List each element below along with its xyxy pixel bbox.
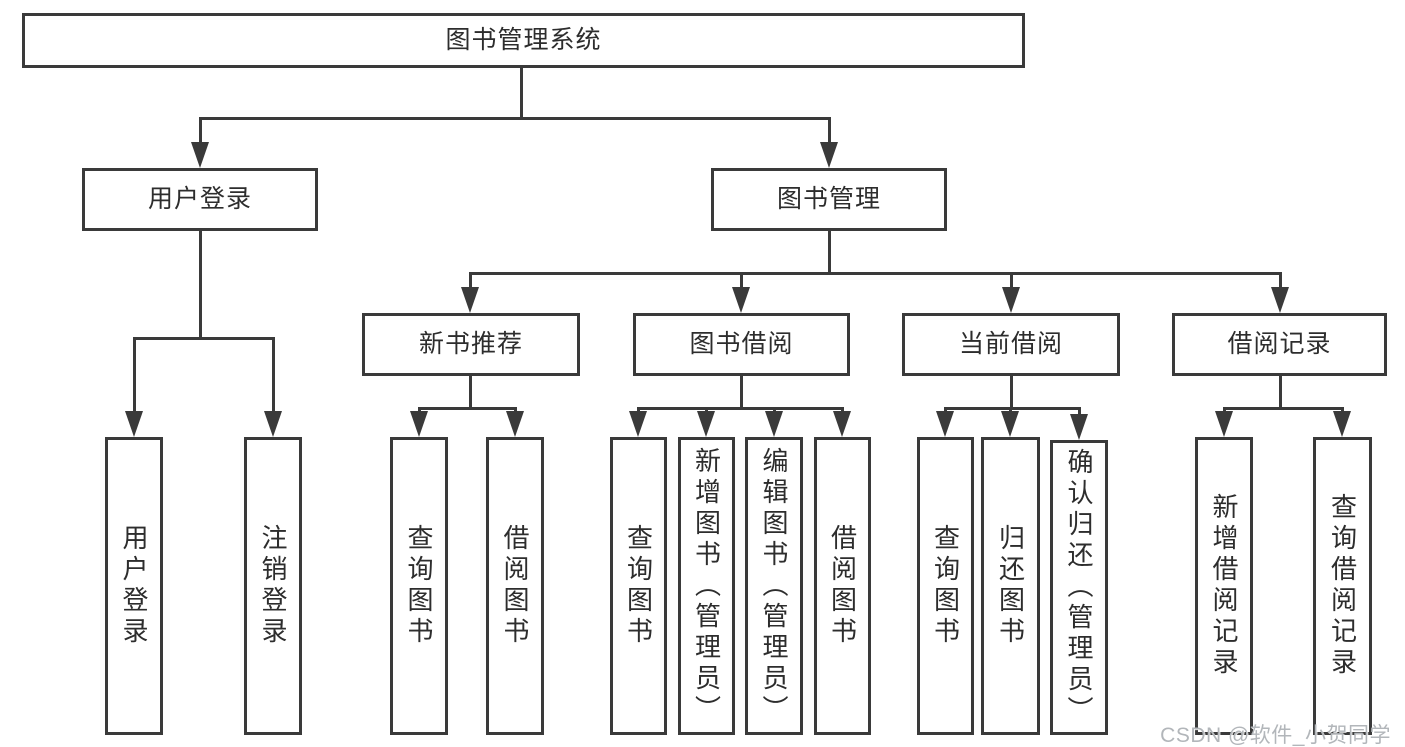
connector-line-vertical — [739, 376, 743, 409]
connector-line-vertical — [198, 118, 202, 160]
csdn-watermark: CSDN @软件_小贺同学 — [1160, 724, 1391, 747]
connector-line-vertical — [1278, 376, 1282, 409]
leaf-login-user-login: 用户登录 — [105, 437, 163, 735]
leaf-borrow-borrow-books: 借阅图书 — [814, 437, 871, 735]
leaf-borrow-query-books: 查询图书 — [610, 437, 667, 735]
leaf-login-logout: 注销登录 — [244, 437, 302, 735]
arrow-down-icon — [820, 142, 838, 168]
arrow-down-icon — [765, 411, 783, 437]
connector-line-horizontal — [417, 406, 517, 410]
connector-line-vertical — [198, 231, 202, 339]
arrow-down-icon — [936, 411, 954, 437]
connector-line-horizontal — [198, 116, 831, 120]
leaf-records-query-record: 查询借阅记录 — [1313, 437, 1372, 735]
leaf-current-return-books: 归还图书 — [981, 437, 1040, 735]
connector-line-horizontal — [132, 336, 275, 340]
arrow-down-icon — [461, 287, 479, 313]
node-root-library-system: 图书管理系统 — [22, 13, 1025, 68]
connector-line-horizontal — [468, 271, 1282, 275]
leaf-records-add-record: 新增借阅记录 — [1195, 437, 1253, 735]
arrow-down-icon — [1271, 287, 1289, 313]
arrow-down-icon — [1001, 411, 1019, 437]
leaf-borrow-edit-book-admin: 编辑图书（管理员） — [745, 437, 803, 735]
leaf-newbook-borrow-books: 借阅图书 — [486, 437, 544, 735]
connector-line-vertical — [827, 118, 831, 160]
connector-line-horizontal — [943, 406, 1081, 410]
arrow-down-icon — [629, 411, 647, 437]
connector-line-vertical — [1009, 376, 1013, 409]
leaf-current-query-books: 查询图书 — [917, 437, 974, 735]
arrow-down-icon — [264, 411, 282, 437]
arrow-down-icon — [191, 142, 209, 168]
arrow-down-icon — [410, 411, 428, 437]
arrow-down-icon — [732, 287, 750, 313]
node-new-book-recommend: 新书推荐 — [362, 313, 580, 376]
node-book-borrowing: 图书借阅 — [633, 313, 850, 376]
arrow-down-icon — [833, 411, 851, 437]
leaf-newbook-query-books: 查询图书 — [390, 437, 448, 735]
arrow-down-icon — [1215, 411, 1233, 437]
connector-line-vertical — [468, 376, 472, 409]
leaf-borrow-add-book-admin: 新增图书（管理员） — [678, 437, 735, 735]
connector-line-horizontal — [1222, 406, 1344, 410]
node-current-borrowing: 当前借阅 — [902, 313, 1120, 376]
node-book-management: 图书管理 — [711, 168, 947, 231]
arrow-down-icon — [697, 411, 715, 437]
connector-line-horizontal — [636, 406, 844, 410]
arrow-down-icon — [1002, 287, 1020, 313]
node-user-login: 用户登录 — [82, 168, 318, 231]
connector-line-vertical — [519, 67, 523, 118]
connector-line-vertical — [271, 338, 275, 429]
arrow-down-icon — [506, 411, 524, 437]
leaf-current-confirm-return-admin: 确认归还（管理员） — [1050, 440, 1108, 735]
connector-line-vertical — [132, 338, 136, 429]
node-borrowing-records: 借阅记录 — [1172, 313, 1387, 376]
connector-line-vertical — [827, 231, 831, 274]
arrow-down-icon — [125, 411, 143, 437]
arrow-down-icon — [1070, 414, 1088, 440]
arrow-down-icon — [1333, 411, 1351, 437]
